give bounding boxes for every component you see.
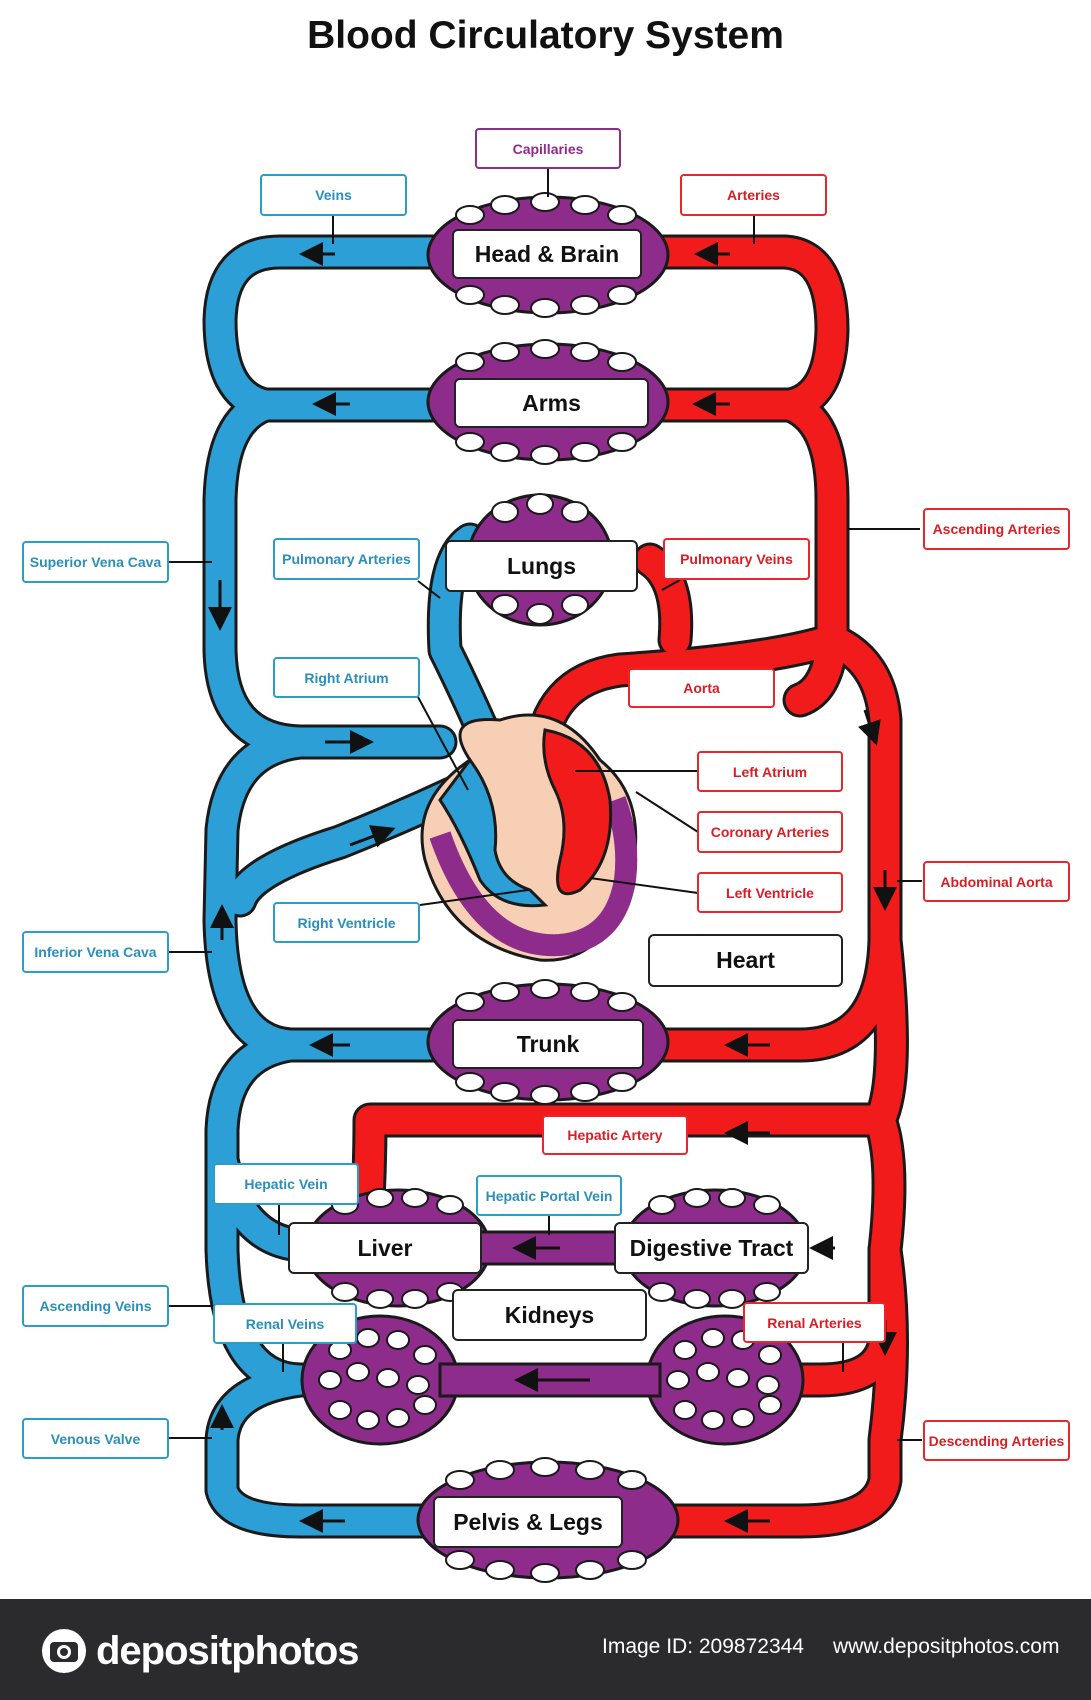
label-descending-arteries: Descending Arteries [923,1420,1070,1461]
organ-heart: Heart [648,934,843,987]
label-venous-valve: Venous Valve [22,1418,169,1459]
organ-arms: Arms [454,378,649,428]
label-left-ventricle: Left Ventricle [697,872,843,913]
diagram-title: Blood Circulatory System [307,14,784,57]
organ-pelvis-legs: Pelvis & Legs [433,1496,623,1548]
site-url[interactable]: www.depositphotos.com [833,1635,1060,1658]
label-pulmonary-arteries: Pulmonary Arteries [273,538,420,580]
label-capillaries: Capillaries [475,128,621,169]
organ-lungs: Lungs [445,540,638,592]
label-inferior-vena-cava: Inferior Vena Cava [22,931,169,973]
artery-network [350,234,909,1539]
organ-liver: Liver [288,1222,482,1274]
organ-head-brain: Head & Brain [452,229,642,279]
label-right-ventricle: Right Ventricle [273,902,420,943]
label-ascending-arteries: Ascending Arteries [923,508,1070,550]
organ-trunk: Trunk [452,1019,644,1069]
label-ascending-veins: Ascending Veins [22,1285,169,1327]
heart-wall [429,796,638,957]
organ-digestive-tract: Digestive Tract [614,1222,809,1274]
label-hepatic-vein: Hepatic Vein [213,1163,359,1205]
organ-kidneys: Kidneys [452,1289,647,1341]
label-arteries: Arteries [680,174,827,216]
label-left-atrium: Left Atrium [697,751,843,792]
leader-lines [168,168,922,1441]
image-id-text: Image ID: 209872344 [602,1635,804,1658]
label-aorta: Aorta [628,668,775,708]
brand-name: depositphotos [96,1628,360,1673]
camera-icon [42,1629,86,1673]
label-coronary-arteries: Coronary Arteries [697,811,843,853]
watermark-footer: depositphotos Image ID: 209872344 www.de… [0,1599,1091,1700]
label-renal-veins: Renal Veins [213,1303,357,1344]
label-hepatic-portal-vein: Hepatic Portal Vein [476,1175,622,1216]
label-hepatic-artery: Hepatic Artery [542,1115,688,1155]
heart-right-side [438,757,549,908]
label-right-atrium: Right Atrium [273,657,420,698]
label-pulmonary-veins: Pulmonary Veins [663,538,810,580]
brand-logo: depositphotos [40,1627,360,1675]
label-renal-arteries: Renal Arteries [743,1302,886,1343]
label-abdominal-aorta: Abdominal Aorta [923,861,1070,902]
label-superior-vena-cava: Superior Vena Cava [22,541,169,583]
label-veins: Veins [260,174,407,216]
